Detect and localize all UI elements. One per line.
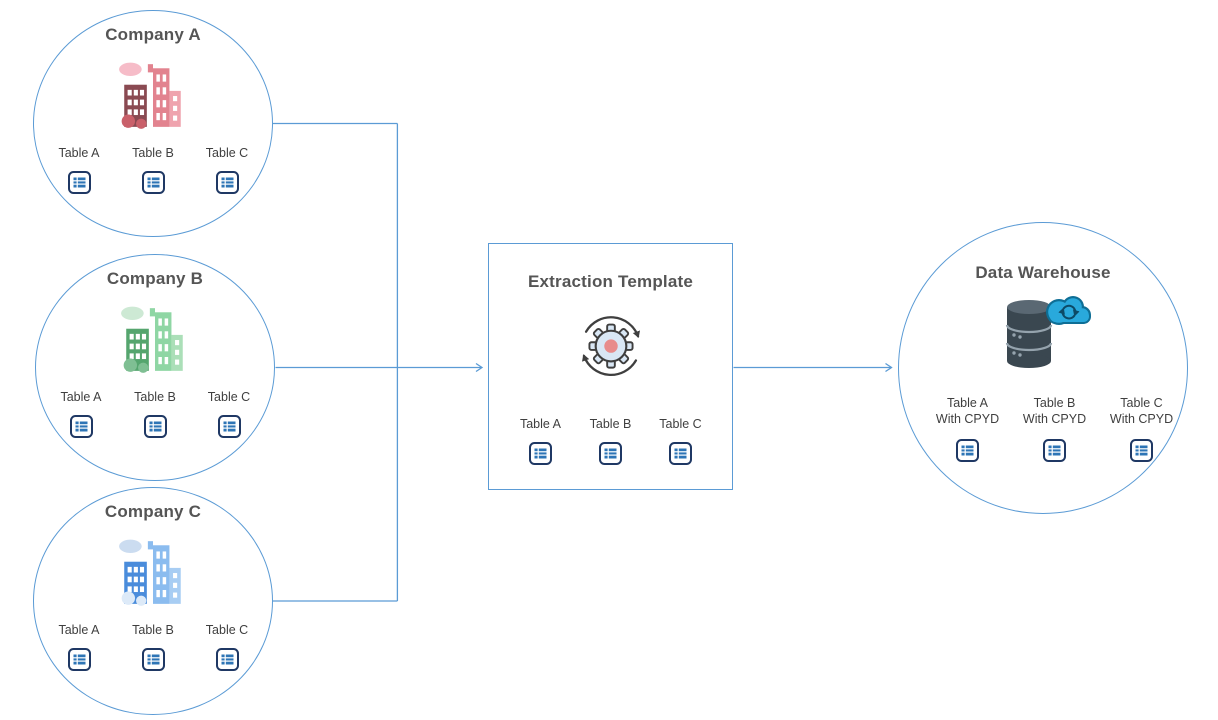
- table-icon: [141, 647, 166, 672]
- table-icon: [955, 438, 980, 463]
- table-item: Table A With CPYD: [926, 395, 1010, 463]
- company-b-tables: Table A Table B Table C: [36, 389, 274, 439]
- table-item: Table B: [128, 145, 178, 195]
- table-icon: [668, 441, 693, 466]
- table-item: Table C: [202, 622, 252, 672]
- company-a-tables: Table A Table B Table C: [34, 145, 272, 195]
- table-label: Table A: [58, 146, 100, 160]
- company-c-title: Company C: [104, 502, 202, 521]
- table-label: Table C: [205, 623, 249, 637]
- company-c-building-icon: [119, 539, 181, 606]
- table-icon: [67, 647, 92, 672]
- table-item: Table C With CPYD: [1100, 395, 1184, 463]
- table-item: Table B: [130, 389, 180, 439]
- table-label: Table C: [659, 417, 702, 431]
- data-warehouse-tables: Table A With CPYD Table B With CPYD Tabl…: [899, 395, 1187, 463]
- table-icon: [528, 441, 553, 466]
- table-label: Table A: [58, 623, 100, 637]
- table-item: Table C: [204, 389, 254, 439]
- table-icon: [598, 441, 623, 466]
- company-a-node: Company A: [33, 10, 273, 237]
- table-item: Table A: [56, 389, 106, 439]
- table-label: Table B: [132, 623, 174, 637]
- table-label: Table A With CPYD: [935, 396, 1000, 426]
- extraction-cycle-gear-icon: [581, 316, 640, 377]
- table-label: Table C: [207, 390, 251, 404]
- table-label: Table A: [519, 417, 561, 431]
- table-item: Table C: [656, 416, 706, 466]
- table-icon: [67, 170, 92, 195]
- table-icon: [1042, 438, 1067, 463]
- table-icon: [1129, 438, 1154, 463]
- table-icon: [69, 414, 94, 439]
- table-label: Table B: [134, 390, 176, 404]
- table-item: Table B: [586, 416, 636, 466]
- company-b-building-icon: [121, 306, 183, 373]
- data-warehouse-node: Data Warehouse: [898, 222, 1188, 514]
- data-warehouse-title: Data Warehouse: [975, 263, 1111, 282]
- database-cloud-icon: [1005, 296, 1091, 368]
- table-label: Table A: [60, 390, 102, 404]
- table-icon: [143, 414, 168, 439]
- table-label: Table C With CPYD: [1109, 396, 1174, 426]
- company-b-node: Company B: [35, 254, 275, 481]
- table-icon: [215, 170, 240, 195]
- table-item: Table B With CPYD: [1013, 395, 1097, 463]
- table-item: Table A: [516, 416, 566, 466]
- table-label: Table B: [132, 146, 174, 160]
- table-icon: [217, 414, 242, 439]
- table-item: Table A: [54, 145, 104, 195]
- table-label: Table B: [589, 417, 632, 431]
- company-a-building-icon: [119, 62, 181, 129]
- extraction-template-tables: Table A Table B Table C: [489, 416, 732, 466]
- company-b-title: Company B: [106, 269, 204, 288]
- company-a-title: Company A: [105, 25, 201, 44]
- extraction-template-node: Extraction Template Table A: [488, 243, 733, 490]
- company-c-tables: Table A Table B Table C: [34, 622, 272, 672]
- table-item: Table B: [128, 622, 178, 672]
- cloud-sync-arrows-icon: [1058, 304, 1080, 320]
- table-item: Table A: [54, 622, 104, 672]
- table-item: Table C: [202, 145, 252, 195]
- extraction-template-title: Extraction Template: [527, 272, 694, 291]
- table-icon: [215, 647, 240, 672]
- company-c-node: Company C: [33, 487, 273, 715]
- table-icon: [141, 170, 166, 195]
- table-label: Table B With CPYD: [1022, 396, 1087, 426]
- table-label: Table C: [205, 146, 249, 160]
